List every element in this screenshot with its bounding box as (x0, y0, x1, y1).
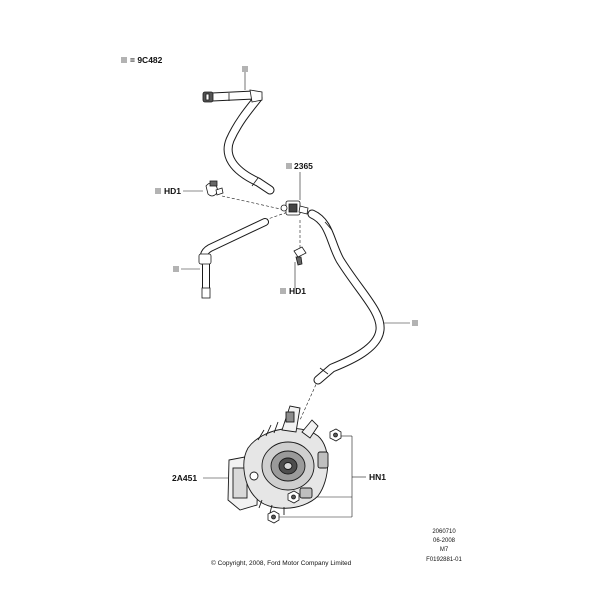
hex-nut-top-icon (329, 428, 342, 442)
hd1-clip-lower-icon (293, 246, 307, 266)
hex-nut-bottom-icon (267, 510, 280, 524)
part-2365-label: 2365 (294, 161, 313, 171)
vacuum-connector-top-icon (202, 89, 263, 103)
drawing-number: 2060710 (432, 529, 456, 535)
legend-marker (121, 57, 127, 63)
legend-text: = 9C482 (130, 55, 163, 65)
drawing-revision: M7 (439, 547, 449, 553)
leader-lines (181, 72, 410, 518)
drawing-date: 06-2008 (432, 538, 456, 544)
copyright-notice: © Copyright, 2008, Ford Motor Company Li… (211, 560, 352, 567)
long-hose-marker (412, 320, 418, 326)
hd1-clip-upper-icon (205, 180, 224, 197)
dashed-alignment-lines (221, 195, 319, 421)
lower-left-hose-marker (173, 266, 179, 272)
hd1-upper-label: HD1 (164, 186, 182, 196)
lower-left-hose (198, 218, 269, 299)
figure-id: F0192881-01 (426, 557, 462, 563)
check-valve-2365-icon (280, 200, 309, 216)
part-2365-marker (286, 163, 292, 169)
hd1-upper-marker (155, 188, 161, 194)
long-vacuum-hose (307, 209, 385, 385)
nut-group-label: HN1 (369, 472, 387, 482)
compressor-label: 2A451 (172, 473, 198, 483)
hex-nut-middle-icon (287, 490, 300, 504)
compressor-assembly-icon (227, 405, 329, 515)
hd1-lower-marker (280, 288, 286, 294)
hd1-lower-label: HD1 (289, 286, 307, 296)
upper-hose-marker (242, 66, 248, 72)
upper-vacuum-hose (207, 90, 275, 195)
